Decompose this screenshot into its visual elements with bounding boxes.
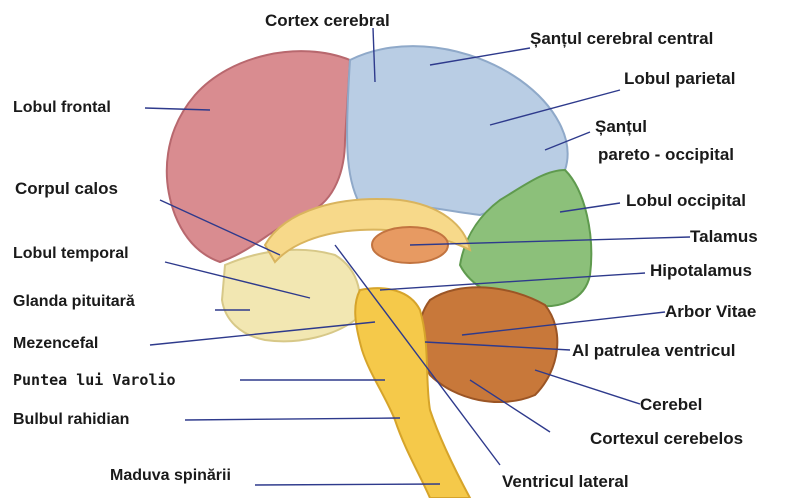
label-hipotalamus: Hipotalamus <box>650 262 752 280</box>
label-lobul-parietal: Lobul parietal <box>624 70 735 88</box>
label-lobul-frontal: Lobul frontal <box>13 99 111 117</box>
label-talamus: Talamus <box>690 228 758 246</box>
label-bulbul-rahidian: Bulbul rahidian <box>13 411 129 429</box>
label-corpul-calos: Corpul calos <box>15 180 118 198</box>
label-santul: Șanțul <box>595 118 647 136</box>
label-lobul-temporal: Lobul temporal <box>13 245 129 263</box>
label-mezencefal: Mezencefal <box>13 335 98 353</box>
label-puntea-lui-varolio: Puntea lui Varolio <box>13 371 176 389</box>
label-cortexul-cerebelos: Cortexul cerebelos <box>590 430 743 448</box>
label-santul-cerebral-central: Șanțul cerebral central <box>530 30 713 48</box>
label-glanda-pituitara: Glanda pituitară <box>13 293 135 311</box>
label-maduva-spinarii: Maduva spinării <box>110 467 231 485</box>
label-cortex-cerebral: Cortex cerebral <box>265 12 390 30</box>
label-arbor-vitae: Arbor Vitae <box>665 303 756 321</box>
temporal-lobe <box>222 250 360 342</box>
label-al-patrulea-ventricul: Al patrulea ventricul <box>572 342 735 360</box>
label-cerebel: Cerebel <box>640 396 702 414</box>
label-lobul-occipital: Lobul occipital <box>626 192 746 210</box>
label-pareto-occipital: pareto - occipital <box>598 146 734 164</box>
label-ventricul-lateral: Ventricul lateral <box>502 473 629 491</box>
